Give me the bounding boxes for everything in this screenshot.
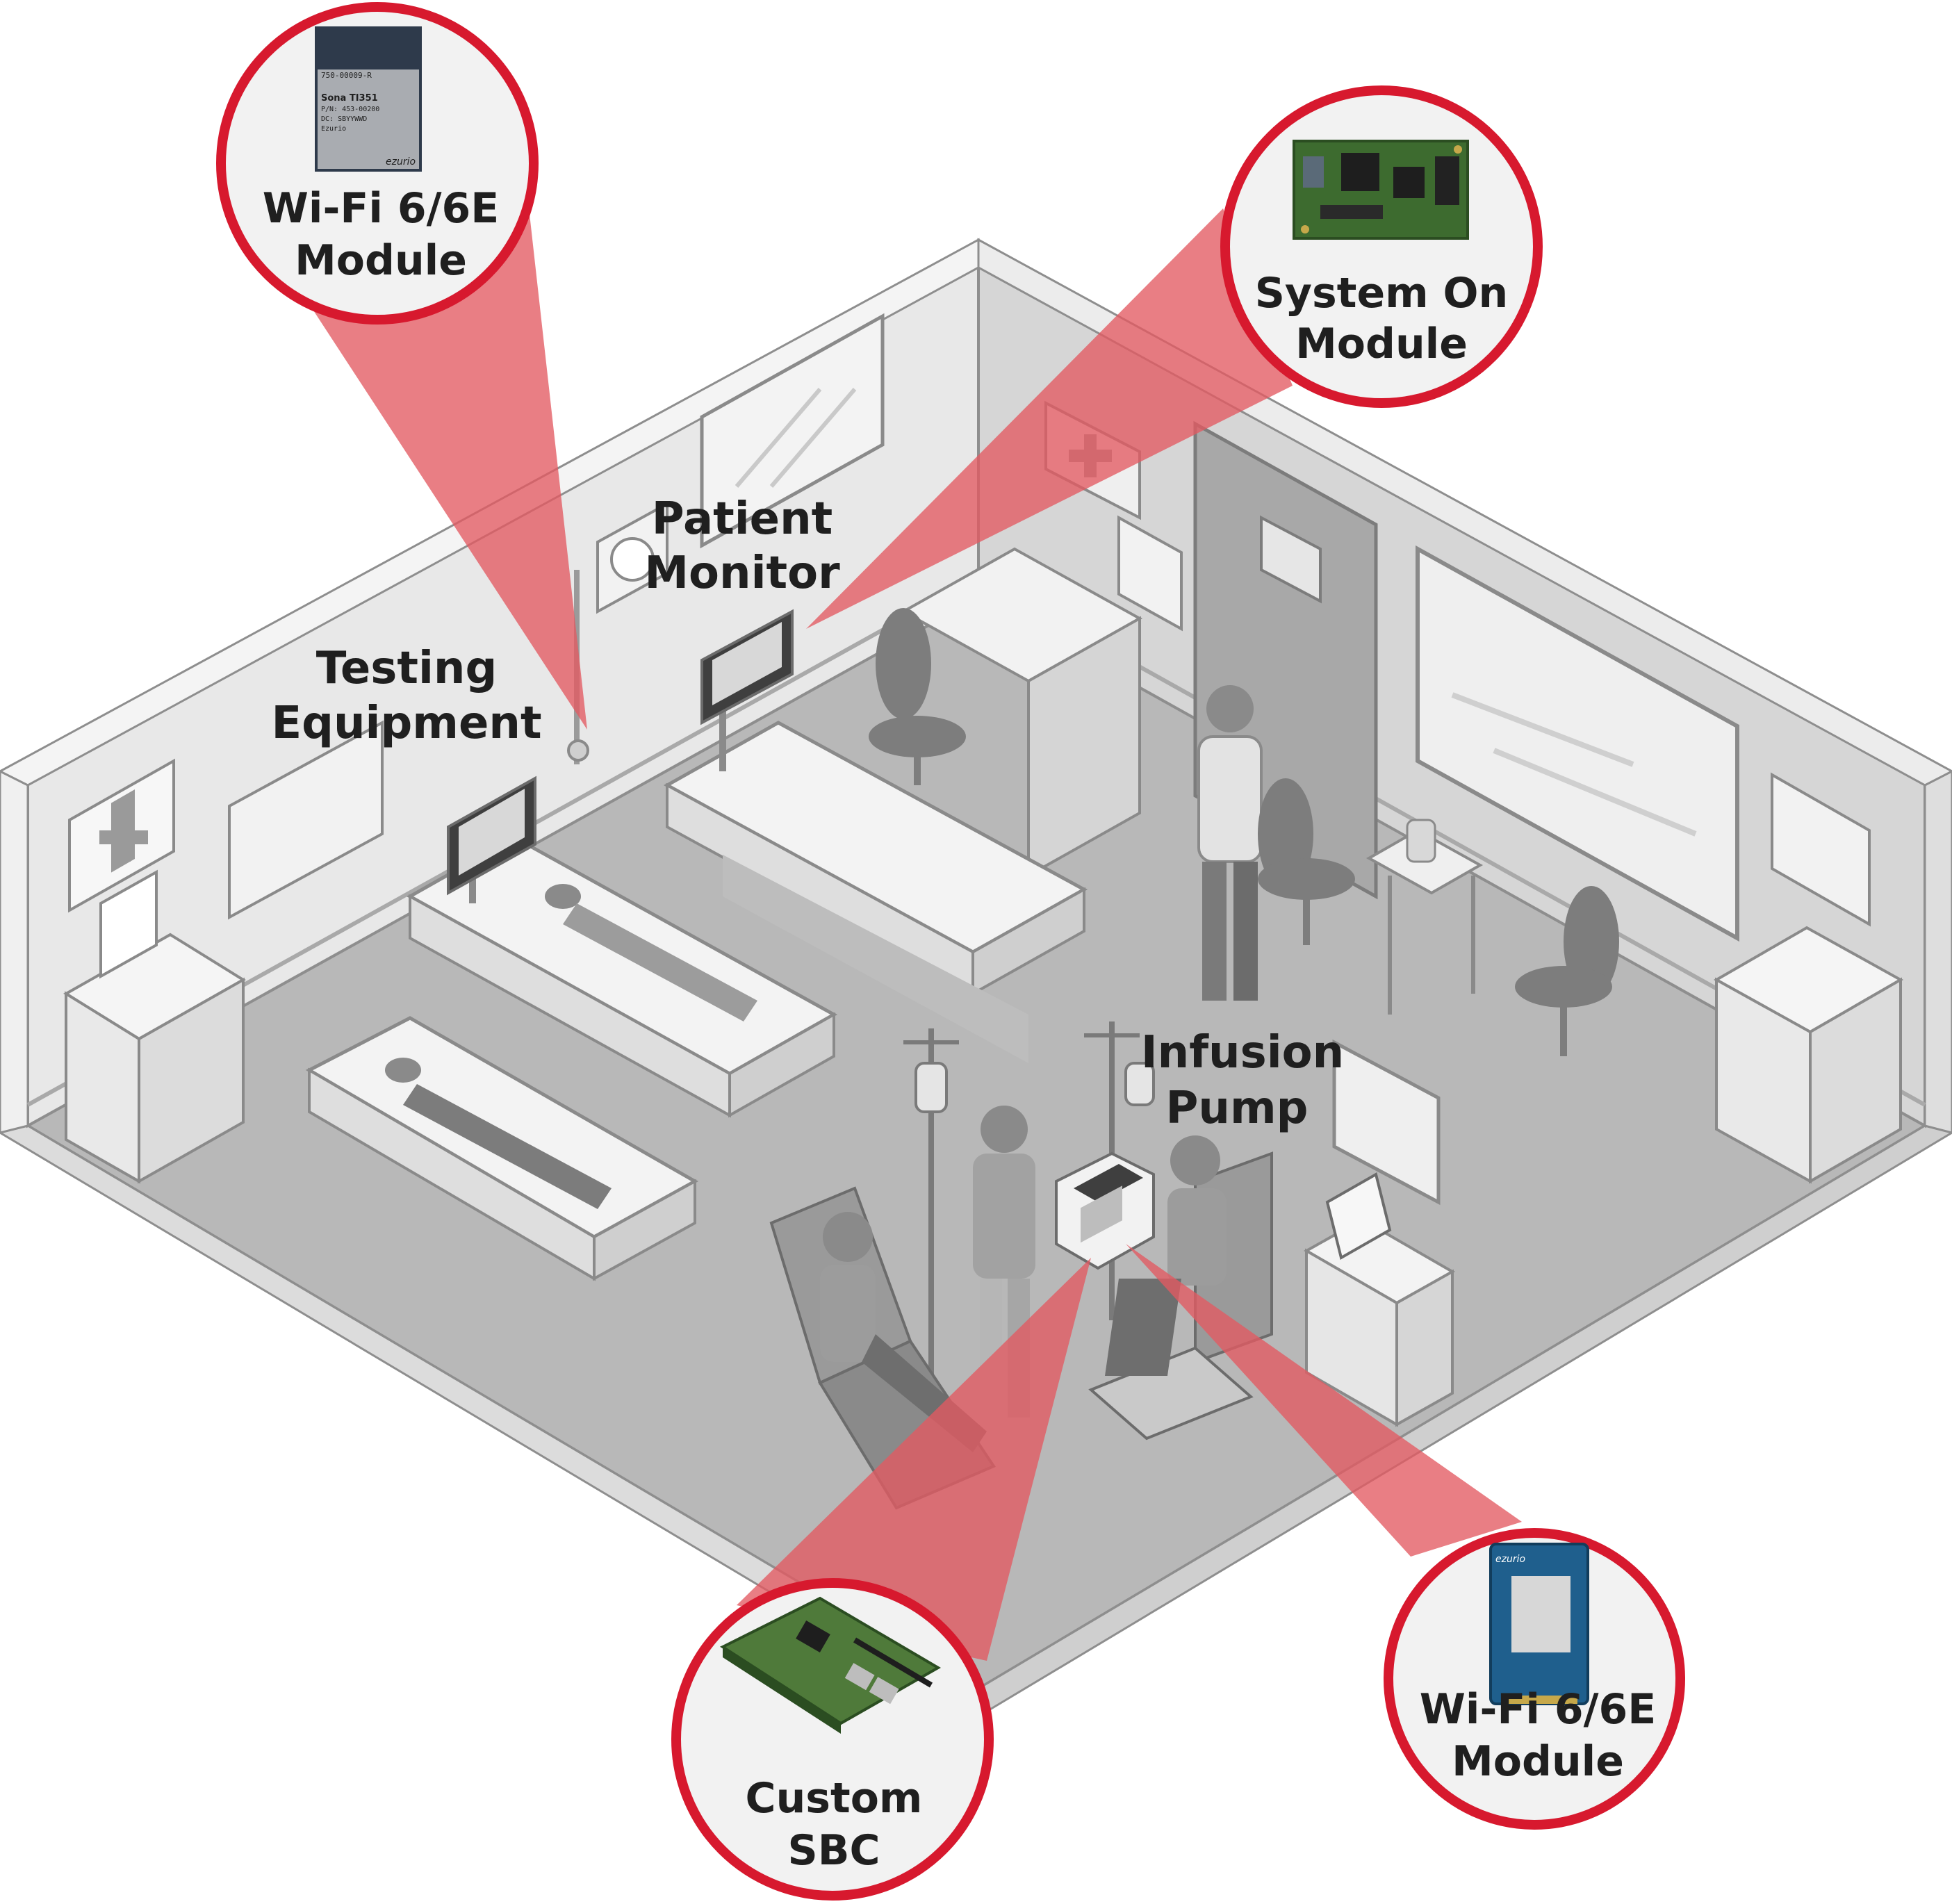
callout-beams — [306, 202, 1522, 1661]
sbc-title-line1: Custom — [746, 1774, 923, 1823]
beam-sbc — [737, 1258, 1091, 1661]
bed-middle — [406, 835, 838, 1118]
wifi-top-title-line1: Wi-Fi 6/6E — [263, 184, 500, 233]
chip-text-line3: P/N: 453-00200 — [321, 106, 379, 113]
cabinet-right — [1713, 926, 1904, 1184]
wall-medical-sign — [68, 758, 175, 913]
medical-cross-icon — [99, 813, 148, 862]
patient-monitor-label-line2: Monitor — [644, 548, 840, 599]
wifi-chip-image: 750-00009-R Sona TI351 P/N: 453-00200 DC… — [315, 26, 422, 172]
wifi-top-title-line2: Module — [295, 236, 467, 285]
callout-wifi-module-top: 750-00009-R Sona TI351 P/N: 453-00200 DC… — [216, 2, 539, 325]
card-logo: ezurio — [1495, 1554, 1525, 1565]
beam-som — [806, 208, 1293, 629]
iv-pole-1 — [903, 1028, 959, 1425]
som-title-line2: Module — [1295, 320, 1468, 368]
som-title-line1: System On — [1255, 269, 1509, 318]
bed-front — [305, 1016, 699, 1281]
medical-cart — [1303, 1172, 1456, 1427]
stool-2 — [1258, 778, 1355, 945]
wall-end-right — [1924, 770, 1952, 1134]
cabinet-left — [63, 869, 246, 1184]
chip-text-line2: Sona TI351 — [321, 93, 378, 104]
callout-system-on-module: System On Module — [1220, 85, 1543, 408]
desk — [900, 547, 1143, 878]
wall-window-left — [700, 313, 885, 549]
testing-equipment-label-line1: Testing — [316, 643, 498, 694]
wifi-bottom-title-line1: Wi-Fi 6/6E — [1420, 1685, 1657, 1734]
callout-wifi-module-bottom: ezurio Wi-Fi 6/6E Module — [1384, 1528, 1685, 1830]
wall-xray-panel — [228, 720, 384, 920]
som-board-image — [1293, 140, 1469, 240]
stool-1 — [869, 608, 966, 785]
door-window — [1260, 515, 1322, 604]
chip-text-line5: Ezurio — [321, 125, 346, 133]
wifi-bottom-title-line2: Module — [1452, 1737, 1624, 1786]
infusion-pump-label-line1: Infusion — [1141, 1027, 1344, 1078]
callout-custom-sbc: Custom SBC — [671, 1578, 994, 1901]
bed-back — [663, 721, 1088, 1063]
infusion-pump-device — [1055, 1151, 1155, 1270]
sbc-title-line2: SBC — [788, 1826, 880, 1875]
side-table — [1365, 819, 1484, 1015]
testing-equipment-label-line2: Equipment — [271, 698, 541, 749]
infusion-pump-label-line2: Pump — [1166, 1083, 1309, 1134]
beam-wifi-bottom — [1126, 1244, 1522, 1557]
wifi-card-image: ezurio — [1489, 1543, 1589, 1705]
wall-end-left — [0, 770, 29, 1134]
wall-xray-right — [1771, 772, 1871, 927]
patient-monitor-device — [700, 609, 794, 771]
doctor-standing — [1197, 685, 1263, 1001]
sbc-board-image — [719, 1596, 941, 1734]
wall-notice — [1117, 515, 1183, 632]
chip-text-line1: 750-00009-R — [321, 71, 372, 80]
chip-text-line4: DC: SBYYWWD — [321, 115, 367, 123]
wall-display — [1332, 1039, 1441, 1206]
beam-wifi-top — [306, 202, 587, 730]
stool-3 — [1515, 886, 1619, 1056]
patient-monitor-label-line1: Patient — [652, 493, 833, 545]
chip-logo: ezurio — [386, 156, 416, 167]
